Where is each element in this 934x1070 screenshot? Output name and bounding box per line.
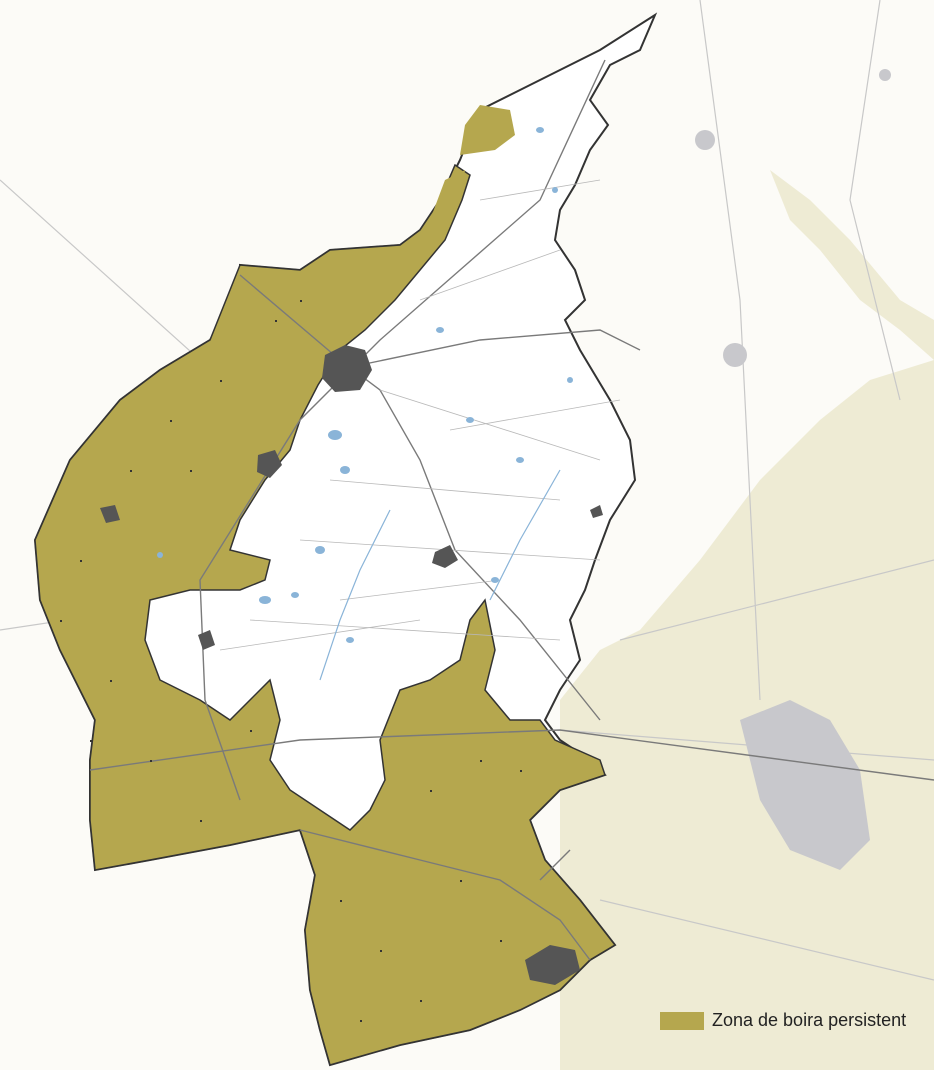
urban-area-east <box>590 505 603 518</box>
background-urban <box>695 69 891 870</box>
rivers <box>319 469 561 681</box>
urban-area-far-west <box>100 505 120 523</box>
urban-area-west <box>257 450 282 478</box>
scattered-buildings <box>60 300 522 1022</box>
fog-zone-north <box>460 105 515 155</box>
urban-area-southwest <box>198 630 215 650</box>
urban-areas <box>100 345 603 985</box>
outer-fog-north <box>770 170 934 360</box>
fog-zone-northwest-strip <box>425 170 465 255</box>
map-legend: Zona de boira persistent <box>660 1010 906 1031</box>
urban-area-main-north <box>322 345 372 392</box>
legend-label: Zona de boira persistent <box>712 1010 907 1030</box>
water-bodies <box>157 127 573 643</box>
legend-swatch <box>660 1011 704 1030</box>
urban-area-south <box>525 945 580 985</box>
urban-area-center <box>432 545 458 568</box>
outer-fog-area <box>560 360 934 1070</box>
